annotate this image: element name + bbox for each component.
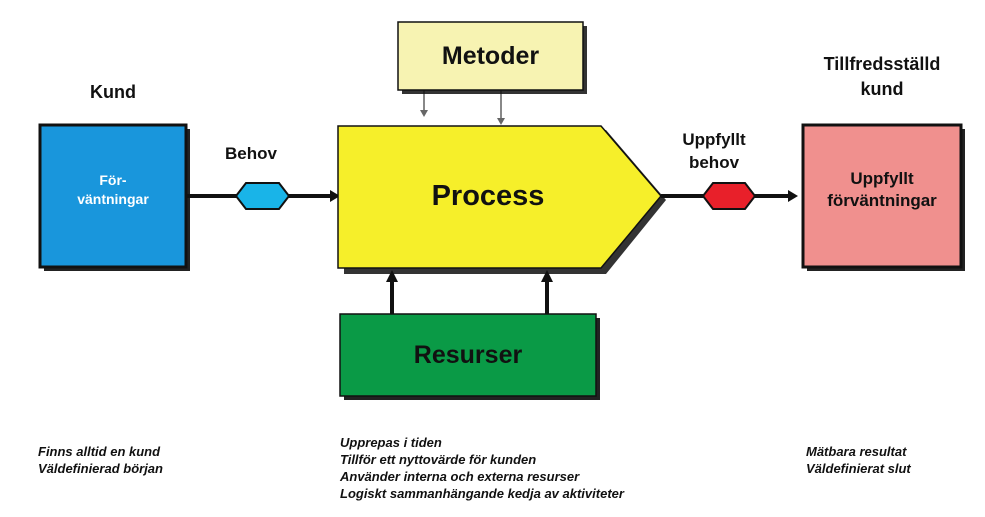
satisfied-note-2: Väldefinierat slut bbox=[806, 461, 911, 476]
customer-note-1: Finns alltid en kund bbox=[38, 444, 161, 459]
satisfied-customer-heading: Tillfredsställd kund bbox=[823, 54, 941, 99]
process-note-4: Logiskt sammanhängande kedja av aktivite… bbox=[340, 486, 624, 501]
process-note-3: Använder interna och externa resurser bbox=[340, 469, 580, 484]
methods-arrow-right-head bbox=[497, 118, 505, 125]
process-notes: Upprepas i tiden Tillför ett nyttovärde … bbox=[340, 434, 720, 502]
methods-box bbox=[397, 21, 584, 91]
process-shape bbox=[337, 125, 662, 269]
fulfilled-need-hexagon bbox=[701, 182, 757, 210]
methods-arrow-left-head bbox=[420, 110, 428, 117]
process-note-2: Tillför ett nyttovärde för kunden bbox=[340, 452, 537, 467]
need-arrowhead bbox=[330, 190, 340, 202]
customer-box bbox=[38, 123, 188, 269]
satisfied-box-text: Uppfyllt förväntningar bbox=[827, 169, 937, 210]
customer-box-text: För- väntningar bbox=[77, 172, 149, 207]
resources-label: Resurser bbox=[413, 340, 523, 369]
satisfied-note-1: Mätbara resultat bbox=[806, 444, 907, 459]
customer-note-2: Väldefinierad början bbox=[38, 461, 163, 476]
customer-notes: Finns alltid en kund Väldefinierad börja… bbox=[38, 443, 238, 477]
fulfilled-arrowhead bbox=[788, 190, 798, 202]
process-label: Process bbox=[431, 179, 545, 212]
process-note-1: Upprepas i tiden bbox=[340, 435, 442, 450]
resources-box bbox=[339, 313, 597, 397]
resources-arrow-right-head bbox=[541, 270, 553, 282]
need-hexagon bbox=[234, 182, 291, 210]
fulfilled-need-label: Uppfyllt behov bbox=[682, 130, 746, 172]
resources-arrow-left-head bbox=[386, 270, 398, 282]
satisfied-notes: Mätbara resultat Väldefinierat slut bbox=[806, 443, 976, 477]
satisfied-box bbox=[801, 123, 963, 269]
customer-heading: Kund bbox=[90, 82, 136, 102]
methods-label: Metoder bbox=[441, 41, 540, 70]
need-label: Behov bbox=[225, 144, 277, 163]
